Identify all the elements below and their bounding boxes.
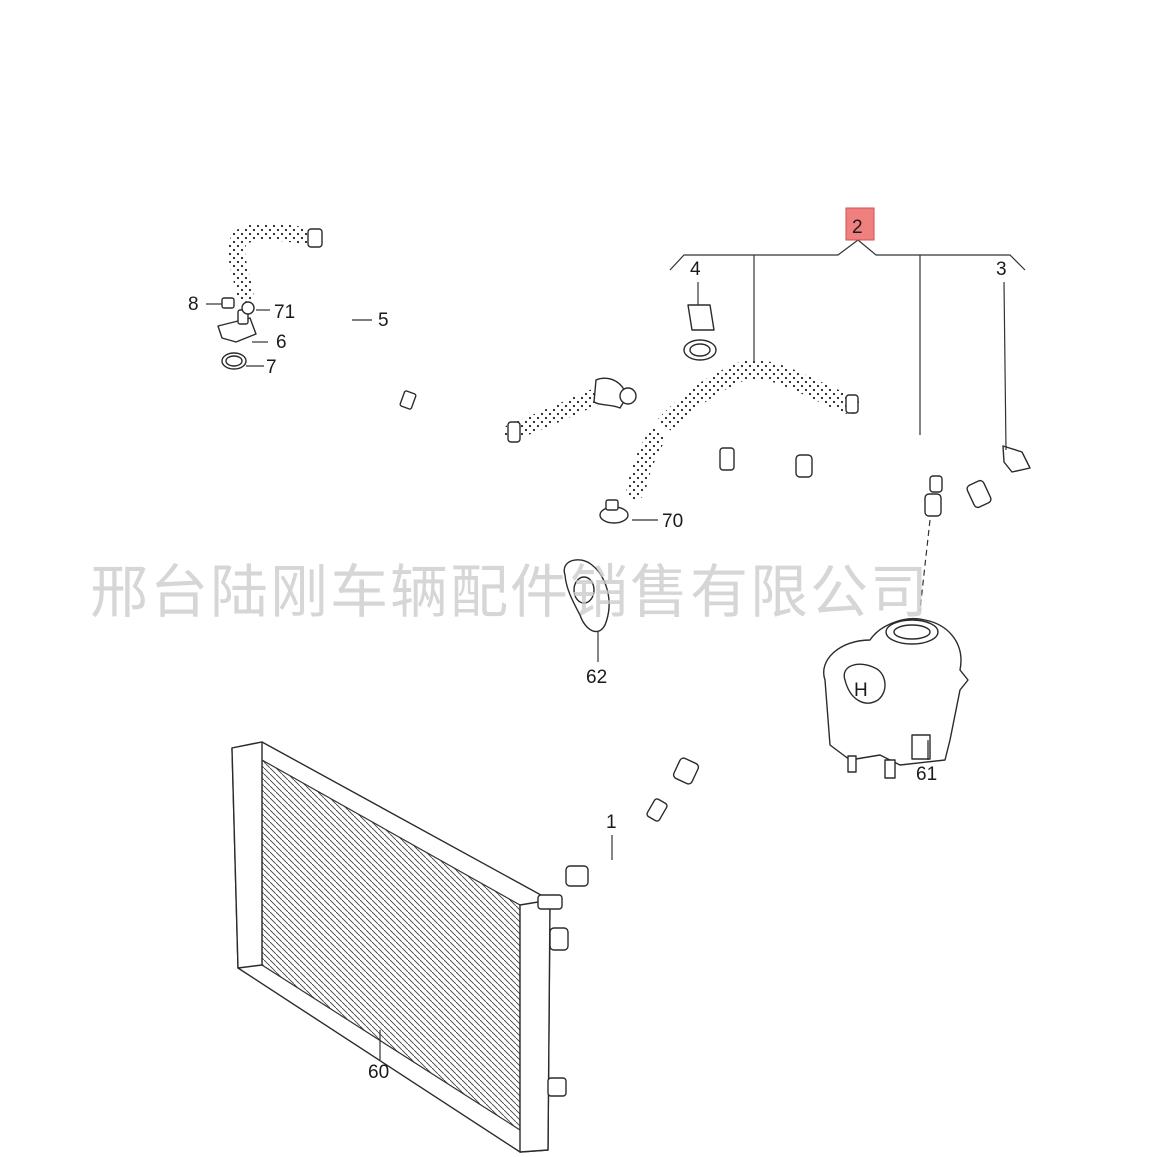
leader-lines	[352, 239, 1026, 860]
callout-1: 1	[606, 812, 617, 833]
connector-parts-6-7-8-71	[206, 297, 270, 370]
callout-4: 4	[690, 259, 701, 280]
hose-2-assembly	[626, 360, 1009, 534]
radiator-60	[231, 741, 569, 1153]
watermark-text: 邢台陆刚车辆配件销售有限公司	[90, 558, 930, 626]
clamp-70	[599, 499, 658, 524]
callout-61: 61	[916, 764, 937, 785]
callout-3: 3	[996, 259, 1007, 280]
clip-4	[683, 304, 717, 361]
flange-62	[563, 536, 610, 662]
callout-60: 60	[368, 1062, 389, 1083]
tank-cap-letter: H	[854, 680, 868, 701]
expansion-tank-61: H	[823, 618, 969, 779]
callout-70: 70	[662, 511, 683, 532]
hose-5	[228, 223, 637, 443]
hose-1	[565, 475, 1021, 887]
callout-5: 5	[378, 310, 389, 331]
callout-6: 6	[276, 332, 287, 353]
clip-3	[1002, 445, 1031, 473]
callout-8: 8	[188, 294, 199, 315]
callout-2: 2	[852, 217, 863, 238]
callout-7: 7	[266, 357, 277, 378]
callout-2-highlight	[845, 207, 875, 241]
callout-71: 71	[274, 302, 295, 323]
callout-62: 62	[586, 667, 607, 688]
